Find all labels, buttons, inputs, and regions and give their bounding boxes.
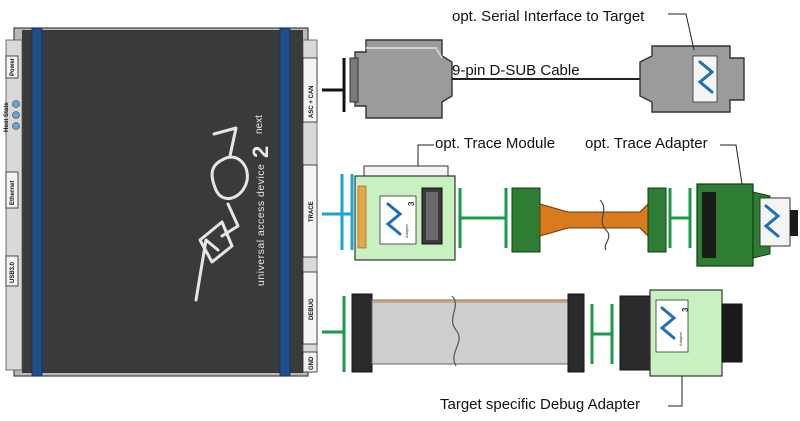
label-usb: USB3.0 [10, 261, 16, 283]
debug-adapter-label: Adapter [678, 331, 683, 346]
uad-device: Power Host State Ethernet USB3.0 ASC + C… [4, 27, 318, 377]
trace-module: Adapter 3 [354, 165, 456, 261]
trace-connection: Adapter 3 opt. Trace Module [322, 135, 798, 267]
device-brand-text: universal access device [255, 164, 267, 286]
trace-module-logo-card [379, 195, 417, 245]
left-host-state-leds: Host State [4, 100, 20, 132]
left-port-usb: USB3.0 [5, 255, 19, 287]
logo-stroke-4 [220, 202, 240, 238]
debug-adapter-number: 3 [681, 307, 690, 312]
logo-stroke-2 [198, 220, 234, 264]
dsub-connector-right [639, 45, 745, 113]
trace-adapter-logo-icon [763, 204, 781, 238]
device-strap-right [279, 27, 291, 377]
logo-stroke-5 [212, 126, 238, 158]
trace-module-number: 3 [407, 201, 416, 206]
leader-serial-interface [668, 13, 695, 51]
callout-debug-adapter: Target specific Debug Adapter [440, 396, 640, 413]
label-ethernet: Ethernet [10, 181, 16, 205]
dsub-connector-left [349, 39, 453, 119]
label-power: Power [10, 57, 16, 76]
device-body [22, 30, 303, 373]
right-port-debug: DEBUG [302, 271, 318, 345]
leader-trace-module [417, 144, 434, 166]
debug-connection: Adapter 3 Target specific Debug Adapter [322, 289, 743, 413]
device-logo [194, 126, 249, 302]
device-model-number: 2 [248, 146, 273, 158]
label-host-state: Host State [4, 102, 10, 132]
device-model-suffix: next [254, 115, 265, 134]
device-strap-left [31, 27, 43, 377]
logo-stroke-3 [210, 155, 249, 200]
trace-adapter [696, 183, 798, 267]
trace-module-logo-icon [385, 202, 403, 236]
label-gnd: GND [309, 356, 315, 370]
right-port-trace: TRACE [302, 164, 318, 258]
trace-adapter-logo-card [759, 197, 791, 247]
right-port-asc-can: ASC + CAN [302, 57, 318, 123]
trace-flex-cable [511, 187, 667, 253]
label-debug: DEBUG [309, 298, 315, 320]
callout-trace-module: opt. Trace Module [435, 135, 555, 152]
callout-trace-adapter: opt. Trace Adapter [585, 135, 708, 152]
label-asc-can: ASC + CAN [309, 85, 315, 118]
host-state-led-1 [12, 100, 20, 108]
host-state-led-3 [12, 122, 20, 130]
logo-stroke-1 [194, 238, 220, 302]
debug-ribbon-cable [351, 293, 585, 373]
leader-trace-adapter [720, 144, 743, 185]
host-state-led-2 [12, 111, 20, 119]
leader-debug-adapter [668, 376, 683, 407]
debug-adapter: Adapter 3 [619, 289, 743, 377]
flex-cable-break-mark [599, 199, 610, 251]
left-port-power: Power [5, 55, 19, 79]
callout-serial-interface: opt. Serial Interface to Target [452, 8, 645, 25]
debug-adapter-logo-icon [659, 306, 677, 340]
label-trace: TRACE [309, 201, 315, 222]
serial-adapter-logo-icon [697, 60, 715, 94]
callout-dsub-cable: 9-pin D-SUB Cable [452, 62, 580, 79]
serial-connection: 9-pin D-SUB Cable opt. Serial Interface … [322, 8, 745, 119]
trace-module-label: Adapter [404, 223, 409, 238]
right-port-gnd: GND [302, 351, 318, 373]
left-port-ethernet: Ethernet [5, 171, 19, 209]
ribbon-cable-break-mark [451, 295, 460, 367]
